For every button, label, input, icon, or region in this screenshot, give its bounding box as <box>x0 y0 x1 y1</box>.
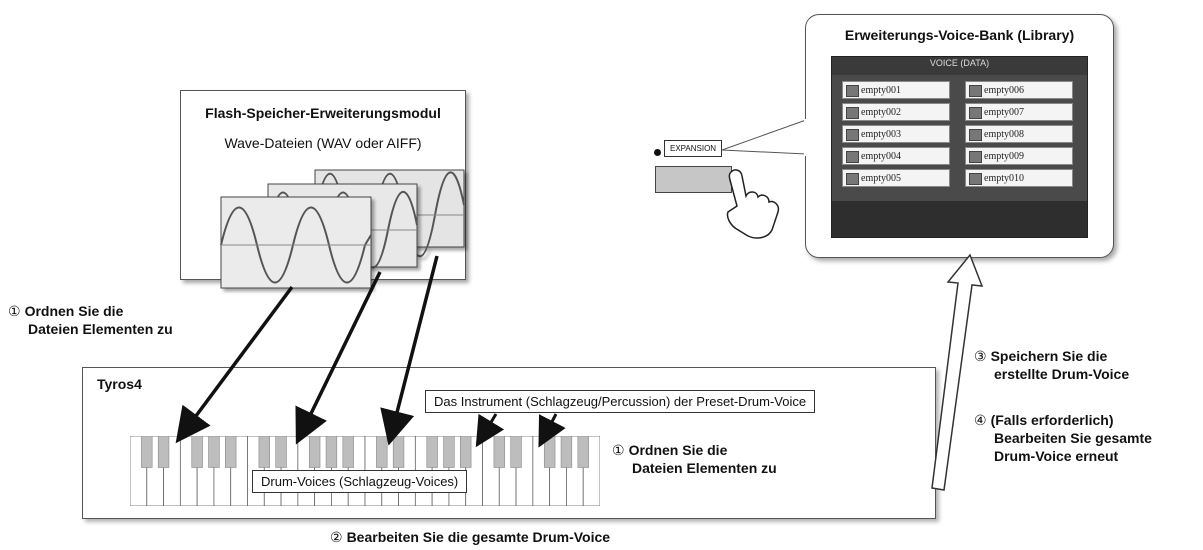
black-key <box>209 436 220 468</box>
instrument-label: Das Instrument (Schlagzeug/Percussion) d… <box>425 390 815 413</box>
black-key <box>444 436 455 468</box>
step1-left-line2: Dateien Elementen zu <box>28 321 173 337</box>
voice-icon <box>846 129 859 141</box>
voice-slot-label: empty008 <box>984 129 1024 140</box>
voice-slot-label: empty002 <box>861 107 901 118</box>
black-key <box>326 436 337 468</box>
expansion-bank-title: Erweiterungs-Voice-Bank (Library) <box>806 27 1113 43</box>
voice-slot-1[interactable]: empty001 <box>842 81 950 99</box>
voice-slot-label: empty001 <box>861 85 901 96</box>
voice-slot-10[interactable]: empty010 <box>965 169 1073 187</box>
step1-left-line1: Ordnen Sie die <box>25 303 124 319</box>
voice-screen: VOICE (DATA) empty001 empty002 empty003 … <box>831 56 1088 238</box>
voice-slot-label: empty009 <box>984 151 1024 162</box>
black-key <box>460 436 471 468</box>
black-key <box>427 436 438 468</box>
voice-slot-label: empty007 <box>984 107 1024 118</box>
black-key <box>276 436 287 468</box>
black-key <box>225 436 236 468</box>
black-key <box>343 436 354 468</box>
voice-icon <box>846 151 859 163</box>
step3-line2: erstellte Drum-Voice <box>994 366 1129 382</box>
step4-line2: Bearbeiten Sie gesamte <box>994 430 1152 446</box>
expansion-label: EXPANSION <box>664 140 722 157</box>
step3-num: ③ <box>974 348 987 364</box>
expansion-button[interactable] <box>655 166 732 193</box>
voice-slot-8[interactable]: empty008 <box>965 125 1073 143</box>
voice-slot-label: empty004 <box>861 151 901 162</box>
black-key <box>309 436 320 468</box>
voice-slot-9[interactable]: empty009 <box>965 147 1073 165</box>
step1-right-num: ① <box>612 442 625 458</box>
expansion-led <box>654 149 661 156</box>
black-key <box>494 436 505 468</box>
voice-slot-5[interactable]: empty005 <box>842 169 950 187</box>
voice-icon <box>969 85 982 97</box>
voice-icon <box>969 173 982 185</box>
voice-slot-3[interactable]: empty003 <box>842 125 950 143</box>
voice-slot-label: empty010 <box>984 173 1024 184</box>
voice-slot-4[interactable]: empty004 <box>842 147 950 165</box>
voice-screen-footer <box>832 201 1087 237</box>
black-key <box>158 436 169 468</box>
voice-slot-label: empty003 <box>861 129 901 140</box>
step3-line1: Speichern Sie die <box>991 348 1108 364</box>
step1-left-num: ① <box>8 303 21 319</box>
voice-icon <box>969 151 982 163</box>
black-key <box>192 436 203 468</box>
step4-text: ④(Falls erforderlich) Bearbeiten Sie ges… <box>974 411 1152 465</box>
keyboard-label: Drum-Voices (Schlagzeug-Voices) <box>252 470 467 493</box>
voice-icon <box>846 173 859 185</box>
voice-slot-label: empty006 <box>984 85 1024 96</box>
voice-slot-6[interactable]: empty006 <box>965 81 1073 99</box>
black-key <box>511 436 522 468</box>
voice-icon <box>969 107 982 119</box>
step4-line3: Drum-Voice erneut <box>994 448 1118 464</box>
black-key <box>259 436 270 468</box>
step2-num: ② <box>330 529 343 545</box>
step4-num: ④ <box>974 412 987 428</box>
voice-icon <box>846 107 859 119</box>
tyros-title: Tyros4 <box>97 376 142 392</box>
voice-slot-2[interactable]: empty002 <box>842 103 950 121</box>
voice-slot-label: empty005 <box>861 173 901 184</box>
black-key <box>578 436 589 468</box>
black-key <box>141 436 152 468</box>
voice-slot-7[interactable]: empty007 <box>965 103 1073 121</box>
step4-line1: (Falls erforderlich) <box>991 412 1114 428</box>
voice-screen-header: VOICE (DATA) <box>832 57 1087 75</box>
expansion-bank-box: Erweiterungs-Voice-Bank (Library) VOICE … <box>805 14 1114 258</box>
black-key <box>544 436 555 468</box>
voice-icon <box>969 129 982 141</box>
black-key <box>561 436 572 468</box>
step2-line1: Bearbeiten Sie die gesamte Drum-Voice <box>347 529 611 545</box>
voice-icon <box>846 85 859 97</box>
step1-right-line1: Ordnen Sie die <box>629 442 728 458</box>
step1-right-line2: Dateien Elementen zu <box>632 460 777 476</box>
black-key <box>376 436 387 468</box>
wave-card-1 <box>221 197 371 288</box>
black-key <box>393 436 404 468</box>
